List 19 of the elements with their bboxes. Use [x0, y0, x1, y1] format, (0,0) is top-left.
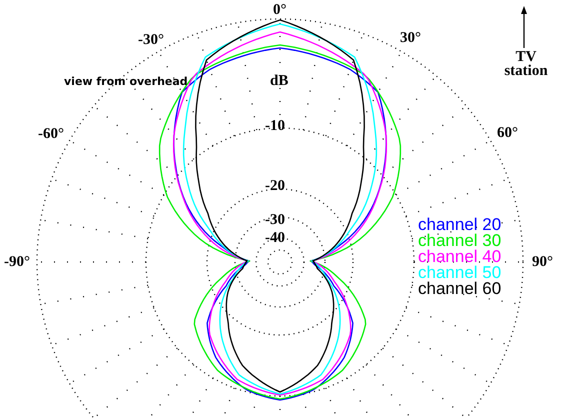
annotation-label: TV station [503, 50, 549, 78]
angle-label: -90° [4, 254, 30, 270]
tick-label: -20 [265, 178, 285, 194]
legend-label: channel 40 [418, 248, 502, 265]
tick-label: -40 [265, 230, 285, 246]
tick-label: -10 [265, 118, 285, 134]
annotation-label: view from overhead [64, 74, 188, 90]
legend-label: channel 20 [418, 216, 502, 233]
angle-label: -30° [138, 32, 164, 48]
legend-label: channel 50 [418, 264, 502, 281]
legend-label: channel 60 [418, 280, 502, 297]
angle-label: 30° [400, 30, 421, 46]
angle-label: 90° [532, 254, 553, 270]
angle-label: 60° [497, 125, 518, 141]
angle-label: -60° [38, 126, 64, 142]
axis-title: dB [270, 73, 288, 89]
angle-label: 0° [273, 2, 286, 18]
legend-label: channel 30 [418, 232, 502, 249]
tick-label: -30 [265, 212, 285, 228]
